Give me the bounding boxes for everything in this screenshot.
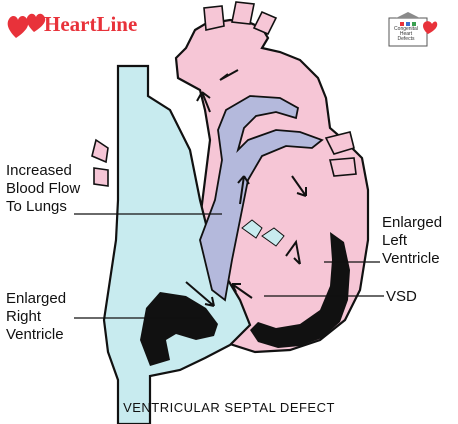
right-ventricle-wall [140, 292, 218, 366]
pulmonary-artery [199, 95, 324, 302]
pulmonary-vein [328, 157, 357, 177]
brand-name: HeartLine [44, 12, 138, 36]
flow-arrow [237, 175, 250, 205]
label-line: Ventricle [6, 326, 64, 343]
aortic-branch [231, 1, 255, 25]
septum-wall [250, 232, 350, 348]
aortic-branch [203, 5, 225, 31]
label-lungs: Increased Blood Flow To Lungs [6, 162, 80, 216]
flow-arrow [185, 281, 215, 307]
label-line: Increased [6, 162, 72, 179]
label-line: Right [6, 308, 42, 325]
badge-line: Congenital [394, 26, 418, 32]
flow-arrow [219, 69, 239, 81]
label-vsd: VSD [386, 288, 417, 305]
label-line: Ventricle [382, 250, 440, 267]
label-line: Enlarged [382, 214, 443, 231]
flow-arrow [196, 91, 211, 113]
label-right-ventricle: Enlarged Right Ventricle [6, 290, 66, 344]
pulmonary-vein [93, 167, 109, 187]
diagram-caption: VENTRICULAR SEPTAL DEFECT [123, 400, 335, 415]
label-line: Enlarged [6, 290, 67, 307]
label-left-ventricle: Enlarged Left Ventricle [382, 214, 442, 268]
tricuspid-valve [261, 227, 285, 247]
badge-line: Defects [397, 36, 415, 42]
aortic-branch [252, 10, 278, 36]
school-badge-icon [388, 12, 438, 47]
label-line: Blood Flow [6, 180, 81, 197]
flow-arrow [231, 283, 253, 299]
two-hearts-icon [7, 13, 46, 38]
badge-line: Heart [399, 31, 413, 37]
label-line: To Lungs [6, 198, 67, 215]
badge-caption: Congenital Heart Defects [388, 27, 424, 42]
flow-arrow [291, 175, 307, 197]
label-line: Left [382, 232, 408, 249]
tricuspid-valve [241, 219, 263, 239]
flow-arrow [285, 239, 301, 265]
pulmonary-vein [91, 138, 109, 164]
pulmonary-vein [324, 131, 355, 155]
